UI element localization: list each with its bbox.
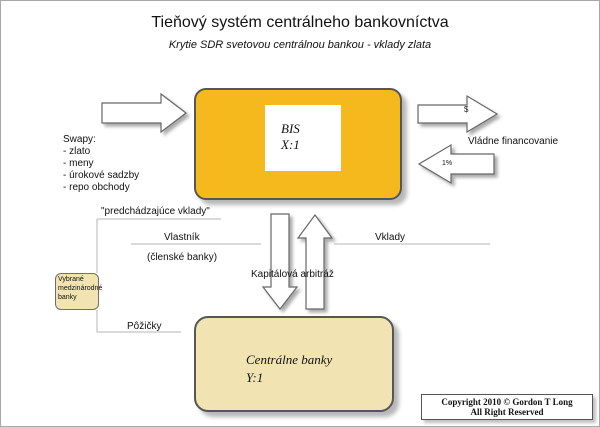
interest-inflow-arrow (417, 143, 495, 185)
dollar-outflow-arrow (417, 94, 499, 134)
kapitalova-arbitraz-label: Kapitálová arbitráž (251, 269, 334, 280)
bis-node: BIS X:1 (194, 88, 402, 200)
vklady-label: Vklady (375, 232, 406, 243)
clenske-banky-label: (členské banky) (147, 252, 218, 263)
medzinarodne-banky-node: Vybrané medzinárodné banky (55, 273, 102, 310)
downward-arrow (261, 213, 299, 310)
diagram-title: Tieňový systém centrálneho bankovníctva (151, 14, 449, 31)
central-banks-node: Centrálne banky Y:1 (194, 316, 394, 412)
bis-label-panel: BIS X:1 (265, 105, 341, 171)
bis-name: BIS (281, 121, 300, 136)
vladne-financovanie-label: Vládne financovanie (468, 136, 559, 147)
vlastnik-label: Vlastník (164, 232, 200, 243)
inflow-arrow (101, 92, 187, 134)
swaps-item: - repo obchody (63, 182, 130, 193)
copyright-line1: Copyright 2010 © Gordon T Long (441, 397, 573, 407)
central-banks-name: Centrálne banky (246, 352, 333, 367)
percent-symbol: 1% (442, 160, 453, 167)
swaps-heading: Swapy: (63, 134, 96, 145)
dollar-symbol: $ (464, 105, 469, 114)
swaps-item: - zlato (63, 146, 91, 157)
bis-ratio: X:1 (281, 137, 300, 152)
swaps-list: Swapy: - zlato - meny - úrokové sadzby -… (63, 134, 139, 194)
upward-arrow (296, 213, 334, 310)
diagram-subtitle: Krytie SDR svetovou centrálnou bankou - … (168, 39, 432, 51)
swaps-item: - úrokové sadzby (63, 170, 140, 181)
predchadzajuce-vklady-label: "predchádzajúce vklady" (101, 206, 210, 217)
pozicky-label: Pôžičky (127, 321, 162, 332)
swaps-item: - meny (63, 158, 94, 169)
copyright-notice: Copyright 2010 © Gordon T Long All Right… (421, 394, 593, 420)
central-banks-ratio: Y:1 (246, 370, 264, 385)
copyright-line2: All Right Reserved (470, 407, 544, 417)
